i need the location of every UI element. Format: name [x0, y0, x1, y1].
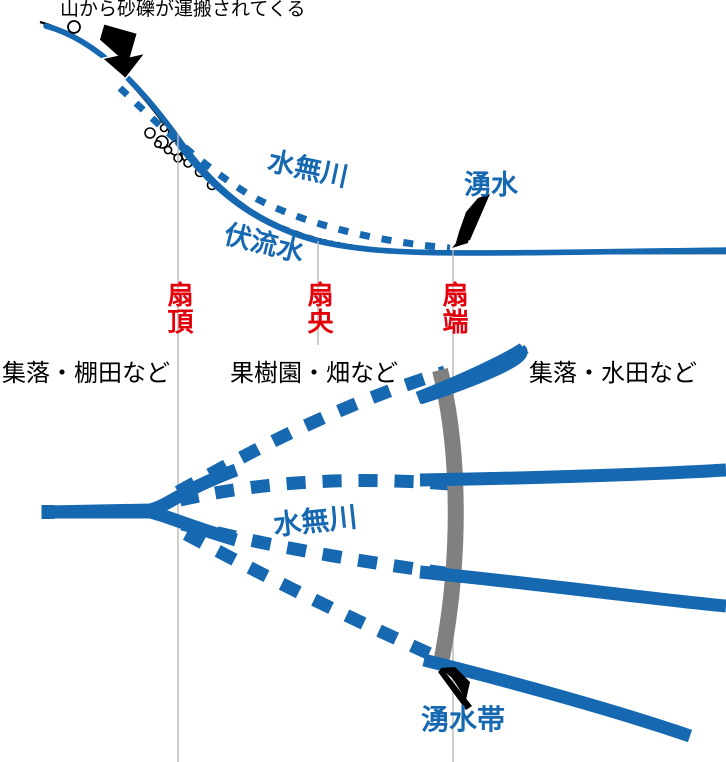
plan-branch-2 — [178, 474, 451, 507]
plan-river-4 — [422, 653, 693, 743]
zone-label-senchou: 扇頂 — [164, 281, 194, 335]
spring-belt-arc — [432, 368, 464, 670]
subsurface-flow-line — [174, 140, 726, 255]
plan-river-2 — [419, 463, 726, 487]
arrow-up-left-icon — [438, 662, 472, 710]
gravel-single-icon — [67, 20, 81, 34]
zone-label-senou: 扇央 — [304, 281, 334, 335]
land-use-label-sentan: 集落・水田など — [529, 361, 697, 387]
land-use-label-senou: 果樹園・畑など — [230, 361, 398, 387]
plan-downstream-rivers — [415, 342, 726, 743]
zone-label-sentan: 扇端 — [439, 281, 469, 335]
plan-dry-river-branches — [174, 365, 453, 668]
arrow-down-right-icon — [98, 22, 148, 80]
transport-caption: 山から砂礫が運搬されてくる — [60, 0, 306, 20]
arrow-down-left-icon — [452, 194, 490, 248]
spring-belt-label: 湧水帯 — [421, 704, 506, 735]
water-table-dashed-line — [117, 85, 451, 252]
plan-branch-4 — [182, 528, 451, 668]
land-use-label-senchou: 集落・棚田など — [2, 361, 170, 387]
spring-label: 湧水 — [464, 170, 518, 200]
plan-main-river — [41, 463, 239, 547]
dry-river-surface-line — [43, 23, 726, 256]
plan-river-1b — [415, 342, 529, 405]
plan-river-3 — [419, 565, 726, 613]
plan-branch-1 — [174, 365, 447, 498]
